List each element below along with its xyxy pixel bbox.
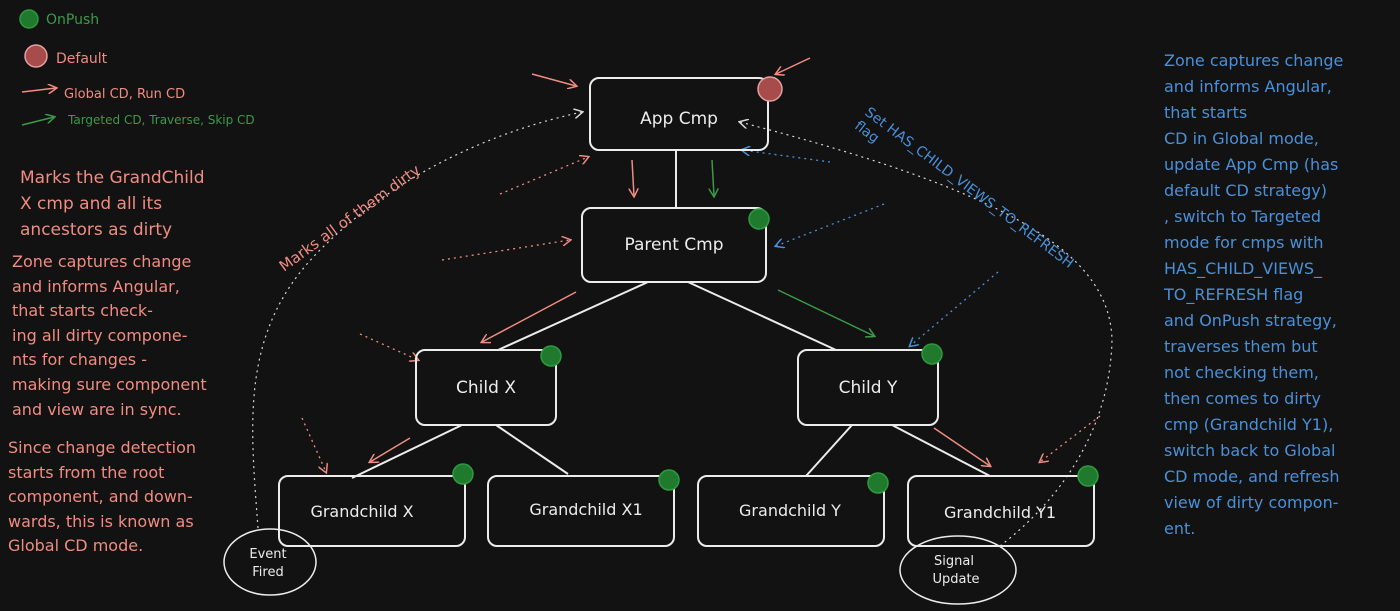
signal-update-line1: Signal xyxy=(934,554,974,569)
note-zone-checking: Zone captures change and informs Angular… xyxy=(12,252,207,419)
red-arrow-parent-to-childx xyxy=(482,291,577,342)
set-flag-arrows xyxy=(742,150,999,346)
connector-parent-childx xyxy=(497,281,649,351)
node-app[interactable]: App Cmp xyxy=(589,76,783,151)
node-parent-label: Parent Cmp xyxy=(624,235,723,255)
signal-to-app-path xyxy=(740,122,1113,547)
note-targeted-mode-explanation: Zone captures change and informs Angular… xyxy=(1164,51,1344,538)
event-fired-bubble: Event Fired xyxy=(223,528,317,596)
legend-global-label: Global CD, Run CD xyxy=(64,87,185,102)
onpush-icon xyxy=(1077,465,1099,487)
dotted-to-app xyxy=(499,157,588,195)
mark-dirty-arrows xyxy=(301,157,1101,472)
node-grandchild-x1[interactable]: Grandchild X1 xyxy=(487,469,680,547)
green-arrow-app-to-parent xyxy=(712,159,714,196)
legend: OnPush Default Global CD, Run CD Targete… xyxy=(19,9,255,127)
dotted-to-gcy1 xyxy=(1040,415,1101,462)
onpush-icon xyxy=(867,472,889,494)
node-grandchild-x-label: Grandchild X xyxy=(310,502,413,521)
green-arrow-parent-to-childy xyxy=(777,289,874,336)
connector-parent-childy xyxy=(687,281,837,351)
event-to-app-path xyxy=(252,112,582,529)
red-arrow-childy-to-gcy1 xyxy=(933,427,990,466)
red-arrow-childx-to-gcx xyxy=(370,437,411,462)
connector-childx-gcx1 xyxy=(495,424,569,475)
note-global-cd-mode: Since change detection starts from the r… xyxy=(8,438,196,556)
set-flag-annotation: Set HAS_CHILD_VIEWS_TO_REFRESH flag xyxy=(851,104,1077,271)
propagation-paths xyxy=(252,112,1113,547)
red-arrow-app-to-parent xyxy=(632,159,634,196)
connector-childy-gcy1 xyxy=(891,424,991,477)
onpush-legend-icon xyxy=(19,9,39,29)
global-cd-legend-arrow xyxy=(21,88,56,92)
node-app-label: App Cmp xyxy=(640,109,718,129)
signal-update-bubble: Signal Update xyxy=(899,535,1017,605)
red-arrow-into-app xyxy=(531,73,576,86)
signal-update-line2: Update xyxy=(932,572,979,587)
targeted-cd-arrows xyxy=(712,159,874,336)
legend-targeted-label: Targeted CD, Traverse, Skip CD xyxy=(67,113,255,127)
default-legend-icon xyxy=(24,44,48,68)
note-mark-dirty: Marks the GrandChild X cmp and all its a… xyxy=(20,168,205,240)
global-cd-arrows xyxy=(370,57,990,466)
onpush-icon xyxy=(748,208,770,230)
node-parent[interactable]: Parent Cmp xyxy=(581,207,770,283)
connector-childy-gcy xyxy=(805,424,853,477)
node-child-x[interactable]: Child X xyxy=(415,345,562,426)
blue-dotted-to-childy xyxy=(910,271,999,346)
tree-connectors xyxy=(351,150,991,479)
targeted-cd-legend-arrow xyxy=(21,117,54,126)
red-arrow-into-app-default xyxy=(776,57,811,74)
set-flag-line1: Set HAS_CHILD_VIEWS_TO_REFRESH xyxy=(862,104,1077,271)
node-grandchild-x1-label: Grandchild X1 xyxy=(529,500,642,519)
blue-dotted-to-parent xyxy=(776,203,885,246)
legend-onpush-label: OnPush xyxy=(46,12,99,28)
dotted-to-childx xyxy=(359,333,418,360)
dotted-to-parent xyxy=(441,240,570,261)
dotted-to-gcx xyxy=(301,417,326,472)
node-grandchild-y-label: Grandchild Y xyxy=(739,501,841,520)
onpush-icon xyxy=(540,345,562,367)
node-child-x-label: Child X xyxy=(456,378,516,398)
legend-default-label: Default xyxy=(56,51,108,67)
default-strategy-icon xyxy=(757,76,783,102)
blue-dotted-to-app xyxy=(742,150,831,163)
onpush-icon xyxy=(452,463,474,485)
node-grandchild-x[interactable]: Grandchild X xyxy=(278,463,474,547)
node-grandchild-y1-label: Grandchild Y1 xyxy=(944,503,1056,522)
event-fired-line1: Event xyxy=(249,547,286,562)
node-child-y-label: Child Y xyxy=(839,378,898,398)
event-fired-line2: Fired xyxy=(252,565,283,580)
marks-dirty-annotation: Marks all of them dirty xyxy=(276,161,424,275)
node-grandchild-y[interactable]: Grandchild Y xyxy=(697,472,889,547)
onpush-icon xyxy=(921,343,943,365)
node-grandchild-y1[interactable]: Grandchild Y1 xyxy=(907,465,1099,547)
connector-childx-gcx xyxy=(351,424,463,479)
onpush-icon xyxy=(658,469,680,491)
node-child-y[interactable]: Child Y xyxy=(797,343,943,426)
